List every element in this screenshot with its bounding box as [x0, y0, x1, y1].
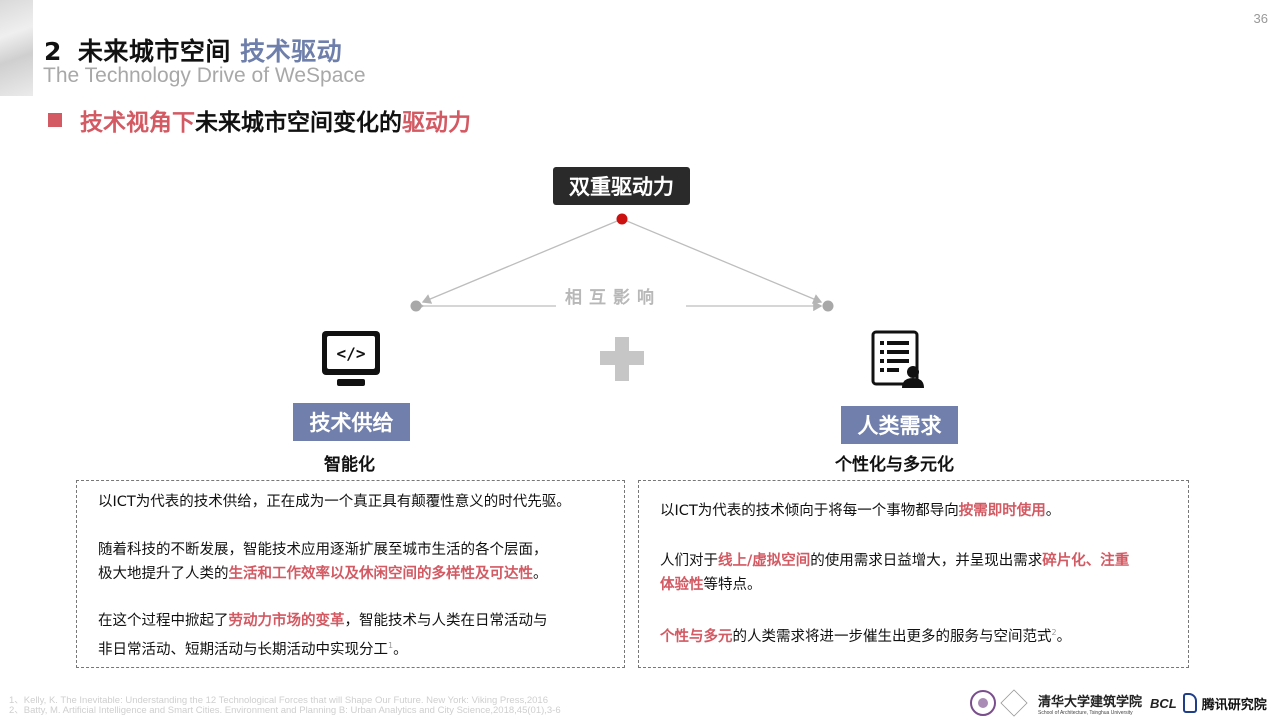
architecture-cube-icon — [1000, 689, 1028, 717]
left-highlight-efficiency: 生活和工作效率以及休闲空间的多样性及可达性 — [228, 566, 534, 582]
tsinghua-logo: 清华大学建筑学院 School of Architecture, Tsinghu… — [1038, 694, 1143, 716]
page-subtitle: The Technology Drive of WeSpace — [43, 64, 366, 87]
plus-icon-vertical — [615, 337, 629, 381]
footnote-ref-2: 2 — [1051, 628, 1057, 637]
human-demand-textbox: 以ICT为代表的技术倾向于将每一个事物都导向按需即时使用。 人们对于线上/虚拟空… — [638, 480, 1189, 668]
right-paragraph-1: 以ICT为代表的技术倾向于将每一个事物都导向按需即时使用。 — [660, 503, 1061, 519]
references: 1、Kelly, K. The Inevitable: Understandin… — [9, 696, 561, 716]
node-top — [616, 213, 628, 225]
left-paragraph-2-line-2: 极大地提升了人类的生活和工作效率以及休闲空间的多样性及可达性。 — [98, 566, 548, 582]
tencent-research-icon — [1182, 693, 1197, 713]
left-paragraph-3-line-1: 在这个过程中掀起了劳动力市场的变革，智能技术与人类在日常活动与 — [98, 613, 548, 629]
right-paragraph-3: 个性与多元的人类需求将进一步催生出更多的服务与空间范式2。 — [660, 628, 1072, 645]
section-heading: 技术视角下未来城市空间变化的驱动力 — [48, 103, 471, 137]
dual-drive-label: 双重驱动力 — [553, 167, 690, 205]
university-seal-icon — [970, 690, 996, 716]
tech-supply-textbox: 以ICT为代表的技术供给，正在成为一个真正具有颠覆性意义的时代先驱。 随着科技的… — [76, 480, 625, 668]
tencent-research-logo: 腾讯研究院 — [1201, 697, 1267, 713]
right-highlight-virtual: 线上/虚拟空间 — [718, 553, 811, 569]
node-right — [822, 300, 834, 312]
human-demand-subtitle: 个性化与多元化 — [835, 455, 954, 475]
reference-1: 1、Kelly, K. The Inevitable: Understandin… — [9, 695, 548, 706]
connector-right — [621, 218, 823, 304]
right-highlight-fragment: 碎片化、注重 — [1042, 553, 1130, 569]
left-highlight-labor: 劳动力市场的变革 — [228, 613, 345, 629]
corner-decoration — [0, 0, 33, 96]
right-paragraph-2-line-1: 人们对于线上/虚拟空间的使用需求日益增大，并呈现出需求碎片化、注重 — [660, 553, 1130, 569]
page-number: 36 — [1253, 11, 1268, 26]
section-red-1: 技术视角下 — [80, 110, 195, 136]
svg-text:</>: </> — [337, 344, 366, 363]
title-accent: 技术驱动 — [240, 37, 343, 66]
section-red-2: 驱动力 — [402, 110, 471, 136]
tech-supply-tag: 技术供给 — [293, 403, 410, 441]
human-demand-tag: 人类需求 — [841, 406, 958, 444]
left-paragraph-3-line-2: 非日常活动、短期活动与长期活动中实现分工1。 — [98, 641, 408, 658]
right-highlight-on-demand: 按需即时使用 — [958, 503, 1046, 519]
section-bullet-icon — [48, 113, 62, 127]
footer-logos: 清华大学建筑学院 School of Architecture, Tsinghu… — [970, 688, 1267, 718]
left-paragraph-2-line-1: 随着科技的不断发展，智能技术应用逐渐扩展至城市生活的各个层面， — [98, 542, 548, 558]
code-monitor-icon: </> — [322, 331, 380, 386]
title-number: 2 — [44, 37, 62, 66]
right-highlight-diversity: 个性与多元 — [660, 629, 733, 645]
right-highlight-experience: 体验性 — [660, 577, 704, 593]
title-main: 未来城市空间 — [77, 37, 231, 66]
page-title: 2 未来城市空间 技术驱动 — [44, 32, 342, 68]
footnote-ref-1: 1 — [388, 641, 394, 650]
tech-supply-subtitle: 智能化 — [324, 455, 375, 475]
mutual-influence-label: 相互影响 — [565, 288, 661, 308]
connector-left — [421, 218, 623, 304]
reference-2: 2、Batty, M. Artificial Intelligence and … — [9, 705, 561, 716]
section-black: 未来城市空间变化的 — [195, 110, 402, 136]
bcl-logo: BCL — [1150, 695, 1177, 711]
right-paragraph-2-line-2: 体验性等特点。 — [660, 577, 762, 593]
node-left — [410, 300, 422, 312]
document-user-icon — [871, 330, 924, 388]
left-paragraph-1: 以ICT为代表的技术供给，正在成为一个真正具有颠覆性意义的时代先驱。 — [98, 494, 571, 510]
